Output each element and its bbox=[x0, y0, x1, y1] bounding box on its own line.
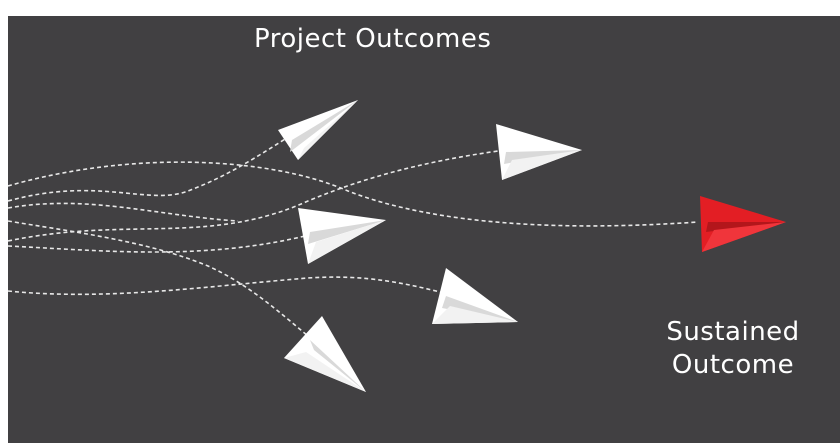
trail-extra-1 bbox=[8, 202, 239, 222]
trail-to-red-plane bbox=[8, 161, 699, 227]
paper-plane-red-icon bbox=[700, 196, 786, 252]
sustained-outcome-label: Sustained Outcome bbox=[648, 316, 818, 382]
paper-plane-icon bbox=[278, 100, 358, 160]
paper-plane-icon bbox=[496, 124, 582, 180]
trail-to-plane-bottom bbox=[8, 220, 309, 337]
paper-plane-icon bbox=[284, 316, 366, 392]
sustained-outcome-line-1: Sustained bbox=[666, 317, 800, 347]
diagram-graphic bbox=[8, 100, 786, 392]
paper-plane-icon bbox=[432, 268, 518, 324]
trail-to-plane-middle-low bbox=[8, 276, 449, 296]
trail-to-plane-top-left bbox=[8, 135, 291, 202]
sustained-outcome-line-2: Outcome bbox=[671, 350, 795, 380]
trail-to-plane-top-right bbox=[8, 150, 499, 242]
diagram-title: Project Outcomes bbox=[254, 24, 492, 54]
diagram-canvas: Project Outcomes Sustained Outcome bbox=[8, 16, 840, 443]
trail-to-plane-middle bbox=[8, 233, 314, 253]
paper-plane-icon bbox=[298, 208, 386, 264]
